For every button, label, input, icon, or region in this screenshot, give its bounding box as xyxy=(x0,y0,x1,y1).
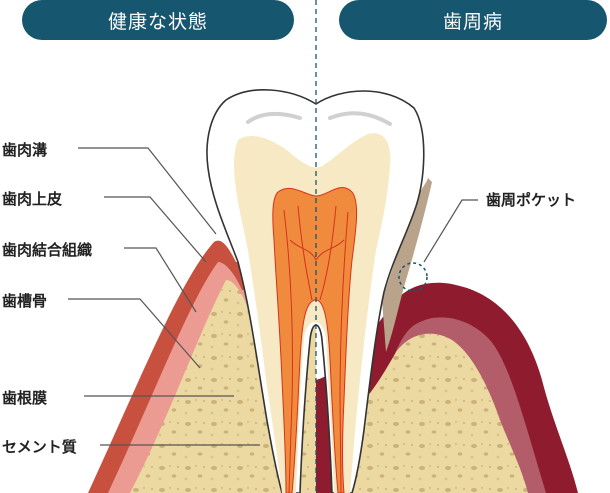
label-periodontal-ligament: 歯根膜 xyxy=(2,389,48,407)
label-cementum: セメント質 xyxy=(2,438,77,456)
periodontal-disease-label: 歯周病 xyxy=(442,10,503,33)
tooth-pulp xyxy=(272,187,358,493)
leader-lines xyxy=(68,147,478,446)
label-gingival-connective-tissue: 歯肉結合組織 xyxy=(2,241,93,259)
periodontal-pocket-marker xyxy=(398,262,428,292)
nerve-lines xyxy=(283,205,349,493)
label-gingival-epithelium: 歯肉上皮 xyxy=(2,190,63,208)
label-gingival-sulcus: 歯肉溝 xyxy=(2,141,48,159)
healthy-state-label: 健康な状態 xyxy=(107,10,208,33)
diseased-gum xyxy=(316,178,578,493)
label-alveolar-bone: 歯槽骨 xyxy=(2,292,48,310)
label-periodontal-pocket: 歯周ポケット xyxy=(486,191,577,209)
healthy-state-header: 健康な状態 xyxy=(22,0,294,40)
periodontal-disease-header: 歯周病 xyxy=(339,0,607,40)
